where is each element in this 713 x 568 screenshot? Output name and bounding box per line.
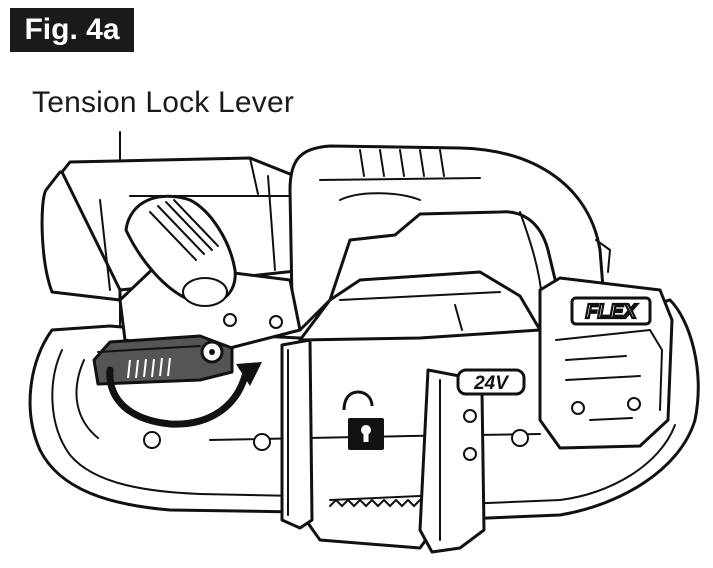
brand-badge: FLEX xyxy=(570,296,652,326)
voltage-badge: 24V xyxy=(456,368,526,396)
tension-lock-lever-callout: Tension Lock Lever xyxy=(32,86,295,119)
rotate-arrow-icon xyxy=(106,362,262,428)
voltage-badge-text: 24V xyxy=(473,373,509,394)
locked-padlock-icon xyxy=(348,418,384,450)
saw-inner-frame xyxy=(298,270,542,342)
tension-lock-lever xyxy=(92,334,234,386)
saw-blade xyxy=(329,495,421,507)
brand-badge-text: FLEX xyxy=(585,301,638,323)
saw-handle-frame xyxy=(288,144,611,332)
tension-knob xyxy=(124,194,237,307)
unlocked-padlock-icon xyxy=(342,390,374,411)
blade-guide-column xyxy=(280,338,486,554)
figure-label: Fig. 4a xyxy=(10,8,134,52)
